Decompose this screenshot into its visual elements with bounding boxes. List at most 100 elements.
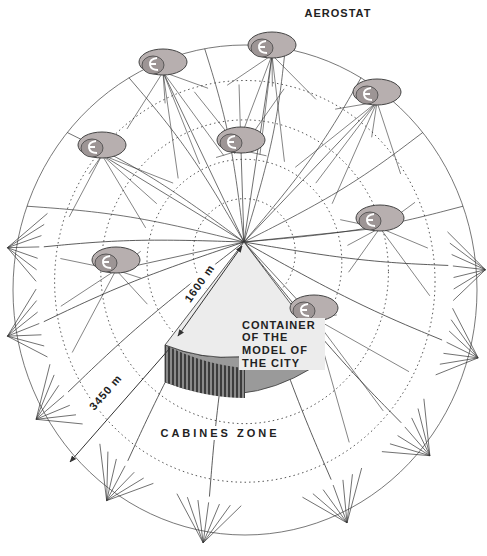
anchor-cable	[323, 490, 347, 523]
aerostat	[92, 247, 140, 273]
anchor-cable	[7, 312, 37, 336]
aerostat-label: AEROSTAT	[302, 6, 375, 21]
aerostat-cable	[163, 72, 244, 242]
net-meridian	[44, 240, 244, 247]
aerostat-mark	[103, 256, 111, 268]
anchor-cable	[7, 246, 39, 248]
anchor-cable	[7, 301, 36, 337]
aerostat-cable	[272, 55, 284, 162]
aerostat-body	[139, 49, 187, 75]
anchor-cable	[313, 494, 347, 523]
zone-label: CABINES ZONE	[157, 426, 282, 441]
aerostat-lobe	[142, 56, 164, 74]
aerostat-cable	[102, 155, 173, 183]
container-label: CONTAINER OF THE MODEL OF THE CITY	[239, 318, 325, 371]
anchor-cable	[7, 336, 44, 346]
aerostat-body	[92, 247, 140, 273]
anchor-cable	[302, 497, 347, 523]
anchor-cable	[451, 320, 478, 358]
aerostat-cable	[127, 72, 163, 129]
anchor-cable	[454, 270, 486, 289]
anchor-cable	[347, 468, 362, 523]
net-meridian	[27, 206, 244, 242]
aerostat-body	[248, 32, 296, 58]
net	[7, 45, 485, 543]
aerostat-mark	[150, 58, 158, 70]
anchor-cable	[107, 472, 135, 500]
anchor-cable	[107, 452, 108, 501]
aerostat-cable	[241, 150, 244, 242]
anchor-cable	[203, 506, 241, 543]
aerostat-mark	[89, 141, 97, 153]
anchor-cable	[450, 243, 486, 270]
anchor-cable	[107, 483, 154, 500]
aerostat-cable	[272, 55, 273, 87]
dimension-label: 3450 m	[84, 369, 127, 416]
aerostat-lobe	[359, 212, 381, 230]
aerostat	[356, 205, 404, 231]
aerostat-body	[78, 132, 126, 158]
anchor-cable	[443, 353, 478, 358]
net-outline	[13, 45, 477, 535]
anchor-cable	[7, 248, 37, 259]
dimension-line	[70, 348, 170, 462]
anchor-cable	[187, 497, 203, 543]
net-meridian	[129, 78, 244, 242]
anchor-cable	[398, 436, 430, 456]
aerostat-cable	[227, 55, 272, 85]
anchor-cable	[7, 289, 36, 336]
anchor-cable	[405, 427, 430, 456]
net-meridian	[244, 242, 448, 265]
aerostat-cable	[377, 102, 401, 174]
aerostat-lobe	[95, 254, 117, 272]
aerostat-body	[353, 79, 401, 105]
aerostat-cable	[349, 228, 380, 272]
anchor-cable	[454, 270, 486, 278]
anchor-cable	[453, 308, 479, 358]
aerostat-body	[356, 205, 404, 231]
net-ring	[55, 80, 435, 482]
aerostat-lobe	[251, 39, 273, 57]
aerostat-cable	[69, 155, 102, 217]
anchor-cable	[7, 335, 41, 336]
aerostat-cable	[116, 270, 147, 304]
anchor-cable	[36, 364, 50, 419]
aerostat-cable	[295, 102, 377, 167]
aerostat-cable	[163, 72, 224, 156]
net-meridian	[244, 78, 361, 242]
anchor-cable	[7, 336, 47, 357]
anchor-cable	[453, 266, 485, 270]
aerostat-cable	[314, 318, 409, 372]
aerostat-cable	[102, 155, 146, 228]
aerostat-cable	[244, 228, 380, 242]
aerostat-mark	[301, 304, 309, 316]
aerostat-mark	[228, 136, 236, 148]
anchor-cable	[36, 419, 83, 424]
aerostat-cable	[102, 155, 157, 204]
anchor-cable	[436, 358, 478, 375]
anchor-cable	[440, 358, 478, 364]
net-meridian	[244, 206, 463, 242]
aerostat	[217, 127, 265, 153]
aerostat-cable	[163, 72, 178, 178]
anchor-cable	[107, 459, 117, 501]
aerostat-cable	[61, 270, 116, 306]
net-meridian	[244, 133, 423, 242]
aerostat-cable	[163, 72, 200, 164]
anchor-cable	[382, 452, 430, 456]
anchor-cable	[7, 236, 41, 248]
anchor-cable	[36, 375, 54, 419]
aerostat-mark	[259, 41, 267, 53]
net-meridian	[67, 133, 244, 242]
anchor-cable	[447, 232, 485, 270]
anchor-cable	[449, 331, 478, 358]
aerostat-lobe	[220, 134, 242, 152]
aerostat	[78, 132, 126, 158]
anchor-cable	[347, 474, 352, 523]
anchor-cable	[452, 255, 486, 270]
aerostat-body	[217, 127, 265, 153]
aerostat-cable	[163, 72, 165, 103]
aerostat-mark	[364, 88, 372, 100]
